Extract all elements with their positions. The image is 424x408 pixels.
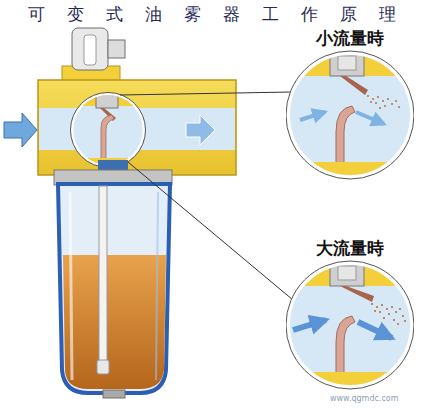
bowl-shade xyxy=(156,192,158,380)
zoom-small-flow xyxy=(285,50,415,182)
leader-line xyxy=(128,162,293,300)
tube-filter xyxy=(97,360,109,374)
knob-slot xyxy=(84,35,96,65)
zoom-circle: 大流量時 xyxy=(286,238,414,390)
watermark: www.qgmdc.com xyxy=(330,394,399,403)
circle-border xyxy=(286,51,414,179)
zoom-heading: 小流量時 xyxy=(286,28,414,48)
circle-rim xyxy=(288,53,412,177)
inlet-arrow xyxy=(4,113,37,147)
circle-border xyxy=(286,261,414,389)
bowl-highlight xyxy=(70,192,72,380)
circle-rim xyxy=(288,263,412,387)
diagram-title: 可变式油雾器工作原理 xyxy=(0,3,424,26)
side-plug xyxy=(108,40,125,58)
leader-line xyxy=(120,92,292,95)
oil-bowl xyxy=(58,184,170,393)
adjust-knob xyxy=(72,28,108,70)
zoom-large-flow xyxy=(285,260,415,392)
outlet-arrow xyxy=(186,115,215,145)
drain-tab xyxy=(103,390,125,398)
siphon-tube xyxy=(99,186,107,362)
circle-outline xyxy=(286,238,414,390)
oil-fill xyxy=(63,255,166,389)
zoom-circle: 小流量時 xyxy=(286,28,414,180)
detail-circle-outline xyxy=(71,93,146,168)
detail-parts xyxy=(70,92,150,172)
circle-outline xyxy=(286,28,414,180)
zoom-heading: 大流量時 xyxy=(286,238,414,258)
